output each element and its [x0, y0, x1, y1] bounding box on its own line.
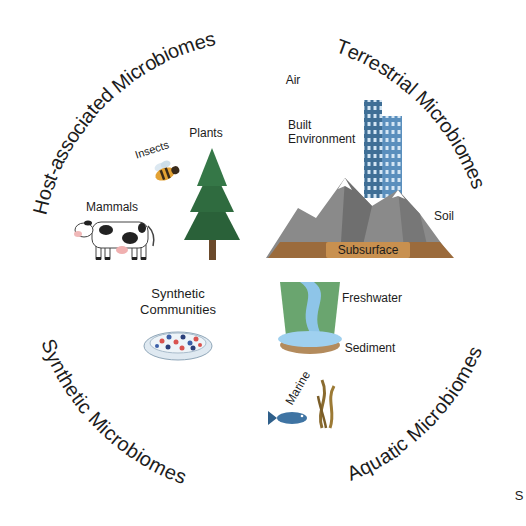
category-sector: FreshwaterSedimentMarine — [263, 262, 466, 465]
item-label: Sediment — [345, 341, 396, 355]
item-label: Air — [286, 73, 301, 87]
category-ring: FreshwaterSedimentMarineAquatic Microbio… — [263, 262, 518, 517]
category-sector: AirBuilt EnvironmentSoilSubsurface — [263, 59, 466, 262]
sector-fill — [8, 262, 263, 517]
sector-shape — [263, 59, 466, 262]
sector-shape — [60, 59, 263, 262]
tree-icon — [184, 148, 240, 260]
sector-fill — [263, 262, 466, 465]
cow-icon — [74, 221, 154, 261]
edge-note: S — [515, 488, 524, 504]
sector-fill — [263, 7, 518, 262]
category-ring: AirBuilt EnvironmentSoilSubsurfaceTerres… — [263, 7, 518, 262]
petri-dish-icon — [144, 332, 212, 360]
item-label: Subsurface — [338, 243, 399, 257]
item-label: Insects — [133, 138, 170, 161]
item-label: Mammals — [86, 200, 138, 214]
bee-icon — [151, 157, 181, 183]
item-label: Plants — [189, 126, 222, 140]
item-label: Built Environment — [288, 118, 364, 147]
mountain-icon — [266, 178, 454, 258]
item-label: Synthetic Communities — [132, 286, 224, 317]
item-label: Soil — [434, 209, 454, 223]
category-sector: Insects PlantsMammals — [60, 59, 263, 262]
sector-fill — [60, 262, 263, 465]
sector-shape — [8, 7, 263, 262]
sector-fill — [8, 7, 263, 262]
sector-shape — [8, 262, 263, 517]
item-label: Marine — [283, 369, 314, 408]
sector-fill — [60, 59, 263, 262]
item-label: Freshwater — [342, 291, 402, 305]
category-ring: Synthetic CommunitiesSynthetic Microbiom… — [8, 262, 263, 517]
sector-fill — [263, 59, 466, 262]
sector-fill — [263, 262, 518, 517]
freshwater-icon — [278, 282, 342, 354]
buildings-icon — [364, 100, 402, 198]
category-sector: Synthetic Communities — [60, 262, 263, 465]
category-ring: InsectsPlantsMammalsHost-associated Micr… — [8, 7, 263, 262]
